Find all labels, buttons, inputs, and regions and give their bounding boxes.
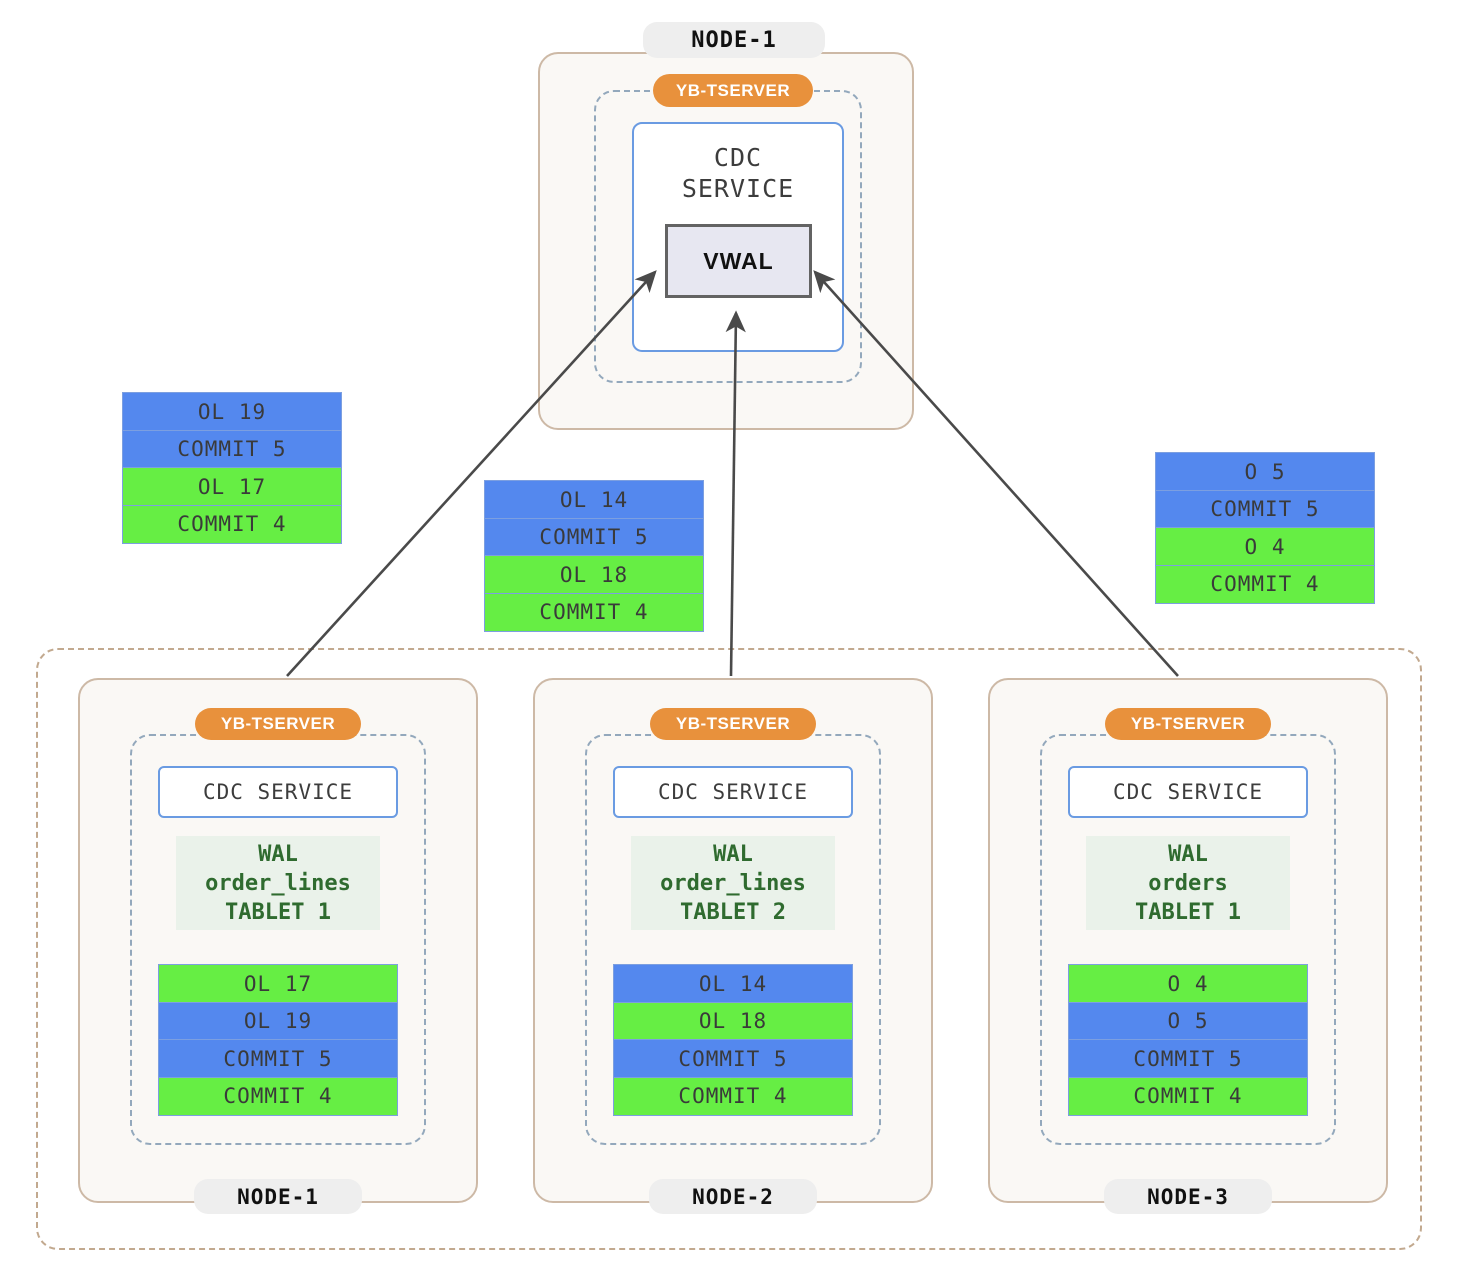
record-row: COMMIT 4 bbox=[613, 1076, 853, 1116]
tserver-label-node-1[interactable]: YB-TSERVER bbox=[195, 708, 361, 740]
record-row: OL 14 bbox=[613, 964, 853, 1003]
record-row: OL 19 bbox=[122, 392, 342, 431]
record-row: O 4 bbox=[1068, 964, 1308, 1003]
wal-box-node-1: WAL order_lines TABLET 1 bbox=[176, 836, 380, 930]
bottom-node-container-node-3 bbox=[988, 678, 1388, 1203]
record-row: COMMIT 5 bbox=[1068, 1039, 1308, 1078]
top-tserver-label[interactable]: YB-TSERVER bbox=[653, 74, 813, 107]
record-row: OL 17 bbox=[122, 467, 342, 506]
record-row: O 4 bbox=[1155, 527, 1375, 566]
cdc-service-node-1[interactable]: CDC SERVICE bbox=[158, 766, 398, 818]
record-row: OL 17 bbox=[158, 964, 398, 1003]
record-row: COMMIT 4 bbox=[484, 592, 704, 632]
record-row: OL 18 bbox=[484, 555, 704, 594]
tserver-label-node-3[interactable]: YB-TSERVER bbox=[1105, 708, 1271, 740]
node-label-node-2: NODE-2 bbox=[649, 1179, 817, 1214]
record-row: COMMIT 5 bbox=[484, 517, 704, 557]
record-row: O 5 bbox=[1155, 452, 1375, 491]
record-row: OL 19 bbox=[158, 1001, 398, 1041]
top-node-label: NODE-1 bbox=[643, 22, 825, 58]
record-row: COMMIT 4 bbox=[122, 504, 342, 544]
vwal-box[interactable]: VWAL bbox=[665, 224, 812, 298]
bottom-node-container-node-1 bbox=[78, 678, 478, 1203]
record-row: COMMIT 5 bbox=[613, 1039, 853, 1078]
wal-box-node-2: WAL order_lines TABLET 2 bbox=[631, 836, 835, 930]
record-row: COMMIT 5 bbox=[1155, 489, 1375, 529]
record-row: COMMIT 4 bbox=[158, 1076, 398, 1116]
record-row: O 5 bbox=[1068, 1001, 1308, 1041]
top-cdc-service-label: CDC SERVICE bbox=[681, 143, 795, 203]
cluster-boundary bbox=[36, 648, 1422, 1250]
wal-box-node-3: WAL orders TABLET 1 bbox=[1086, 836, 1290, 930]
cdc-service-node-3[interactable]: CDC SERVICE bbox=[1068, 766, 1308, 818]
record-row: OL 18 bbox=[613, 1001, 853, 1041]
record-row: COMMIT 5 bbox=[122, 429, 342, 469]
record-row: COMMIT 4 bbox=[1155, 564, 1375, 604]
tserver-label-node-2[interactable]: YB-TSERVER bbox=[650, 708, 816, 740]
record-row: OL 14 bbox=[484, 480, 704, 519]
record-row: COMMIT 5 bbox=[158, 1039, 398, 1078]
bottom-node-container-node-2 bbox=[533, 678, 933, 1203]
record-row: COMMIT 4 bbox=[1068, 1076, 1308, 1116]
node-label-node-3: NODE-3 bbox=[1104, 1179, 1272, 1214]
node-label-node-1: NODE-1 bbox=[194, 1179, 362, 1214]
cdc-service-node-2[interactable]: CDC SERVICE bbox=[613, 766, 853, 818]
